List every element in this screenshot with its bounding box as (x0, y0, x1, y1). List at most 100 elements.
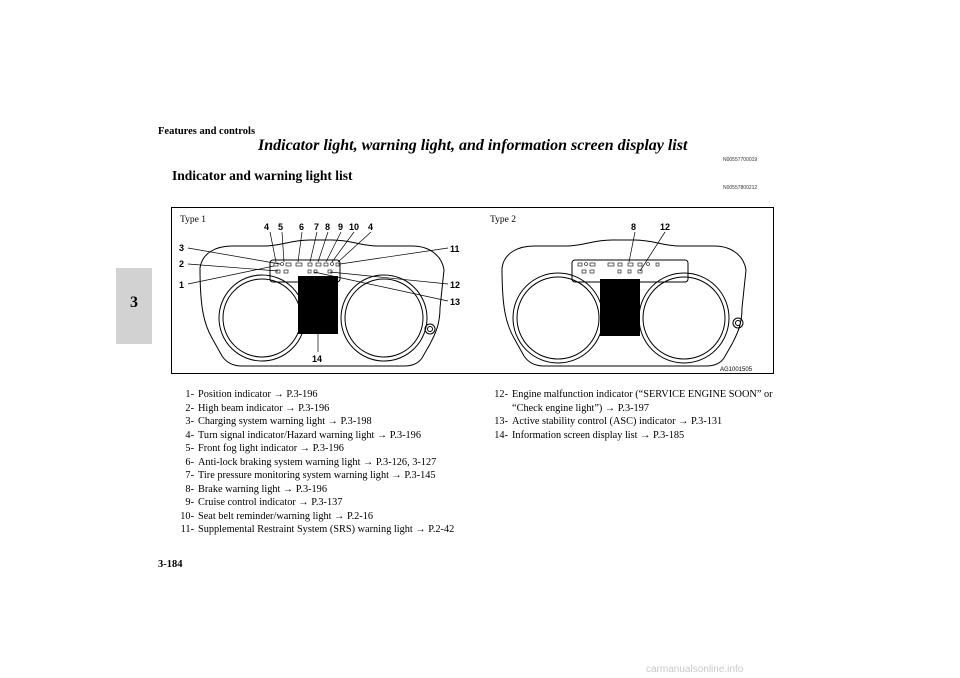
list-item-text: Active stability control (ASC) indicator… (512, 416, 723, 427)
list-item-number: 1- (185, 389, 194, 400)
type2-brake-symbol (627, 262, 634, 267)
leader-1 (187, 265, 275, 285)
callout-4-right: 4 (368, 222, 373, 232)
callout-10: 10 (349, 222, 359, 232)
callout-12: 12 (450, 280, 460, 290)
list-item: 10- Seat belt reminder/warning light → P.… (172, 510, 472, 524)
list-item: 9-Cruise control indicator → P.3-137 (172, 496, 472, 510)
list-item-number: 3- (185, 416, 194, 427)
type2-abs-symbol (607, 262, 615, 267)
list-item-text: Turn signal indicator/Hazard warning lig… (198, 429, 421, 441)
list-item-text: Seat belt reminder/warning light → P.2-1… (198, 510, 374, 522)
leader-8 (317, 231, 329, 263)
leader-4-left (269, 231, 277, 263)
type2-fog-symbol (589, 262, 596, 267)
indicator-list-left: 1- Position indicator → P.3-196 2- High bea… (172, 388, 472, 537)
list-item: 12-Engine malfunction indicator (“SERVIC… (486, 388, 776, 415)
type2-right-gauge-inner (642, 276, 726, 360)
list-item-number: 4- (185, 429, 194, 441)
list-item: 4- Turn signal indicator/Hazard warning l… (172, 429, 472, 443)
leader-10 (331, 231, 355, 263)
watermark: carmanualsonline.info (646, 664, 744, 675)
type2-engine-symbol (617, 269, 622, 274)
list-item-number: 2- (185, 402, 194, 414)
type2-srs-symbol (637, 269, 643, 274)
callout-1: 1 (179, 280, 184, 290)
type1-reset-knob (424, 323, 436, 335)
list-item: 7-Tire pressure monitoring system warnin… (172, 469, 472, 483)
type1-leader-lines (187, 231, 449, 352)
list-item: 14-Information screen display list → P.3… (486, 429, 776, 443)
title-reference-code: N00557700019 (723, 157, 758, 163)
list-item-number: 5- (185, 443, 194, 454)
type1-right-gauge (340, 274, 428, 362)
type2-left-gauge (512, 272, 604, 364)
type2-information-screen (600, 279, 640, 336)
type1-information-screen (298, 276, 338, 334)
type1-reset-knob-center (427, 326, 433, 332)
type2-reset-knob (732, 317, 744, 329)
list-item-text: Front fog light indicator → P.3-196 (198, 443, 344, 454)
type1-callouts: 4 5 6 7 8 9 10 4 3 2 1 11 12 13 14 (179, 222, 460, 364)
turn-right-symbol (335, 262, 340, 267)
list-item-text: Charging system warning light → P.3-198 (198, 416, 372, 427)
instrument-cluster-figure: Type 1 Type 2 (171, 207, 774, 374)
list-item-text: Information screen display list → P.3-18… (512, 429, 685, 441)
list-item: 13- Active stability control (ASC) indica… (486, 415, 776, 429)
seatbelt-symbol (330, 262, 334, 266)
list-item: 1- Position indicator → P.3-196 (172, 388, 472, 402)
list-item-number: 8- (185, 483, 194, 495)
list-item-number: 10- (180, 510, 194, 522)
type2-leader-8 (628, 231, 636, 263)
type1-indicator-symbols (273, 262, 340, 274)
leader-11 (339, 247, 449, 265)
list-item-text: Tire pressure monitoring system warning … (198, 470, 436, 481)
type2-callout-12: 12 (660, 222, 670, 232)
srs-symbol (327, 269, 333, 274)
page-title: Indicator light, warning light, and info… (258, 137, 688, 154)
type2-label: Type 2 (490, 215, 516, 225)
type2-seatbelt-symbol (646, 262, 650, 266)
type1-right-gauge-inner (344, 278, 424, 358)
type2-high-beam-symbol (581, 269, 587, 274)
type2-right-gauge (638, 272, 730, 364)
list-item-text: Engine malfunction indicator (“SERVICE E… (512, 389, 773, 414)
leader-7 (309, 231, 318, 263)
callout-14: 14 (312, 354, 322, 364)
indicator-list-right: 12-Engine malfunction indicator (“SERVIC… (486, 388, 776, 442)
type2-turn-left-symbol (584, 262, 588, 266)
callout-7: 7 (314, 222, 319, 232)
type2-reset-knob-center (735, 320, 741, 326)
leader-13 (313, 271, 449, 302)
callout-5: 5 (278, 222, 283, 232)
list-item: 11-Supplemental Restraint System (SRS) w… (172, 523, 472, 537)
section-tab: 3 (116, 268, 152, 344)
section-number: 3 (130, 294, 138, 311)
abs-symbol (295, 262, 303, 267)
type1-label: Type 1 (180, 215, 206, 225)
list-item-number: 11- (180, 524, 194, 535)
callout-13: 13 (450, 297, 460, 307)
list-item-text: High beam indicator → P.3-196 (198, 402, 330, 414)
list-item: 2- High beam indicator → P.3-196 (172, 402, 472, 416)
type2-indicator-symbols (577, 262, 660, 274)
leader-3 (187, 247, 281, 265)
list-item-number: 9- (185, 497, 194, 508)
callout-11: 11 (450, 244, 460, 254)
subheading-reference-code: N00557800212 (723, 185, 758, 191)
list-item-number: 6- (185, 456, 194, 468)
list-item-number: 13- (494, 416, 508, 427)
charge-symbol (283, 269, 289, 274)
type2-callout-8: 8 (631, 222, 636, 232)
list-item-text: Position indicator → P.3-196 (198, 389, 318, 400)
section-subheading: Indicator and warning light list (172, 168, 353, 183)
asc-symbol (313, 269, 318, 274)
type2-cluster (501, 239, 747, 367)
turn-left-symbol (280, 262, 284, 266)
engine-symbol (307, 269, 312, 274)
type2-charge-symbol (589, 269, 595, 274)
callout-2: 2 (179, 259, 184, 269)
tpms-symbol (307, 262, 313, 267)
cruise-symbol (323, 262, 329, 267)
type2-tpms-symbol (617, 262, 623, 267)
